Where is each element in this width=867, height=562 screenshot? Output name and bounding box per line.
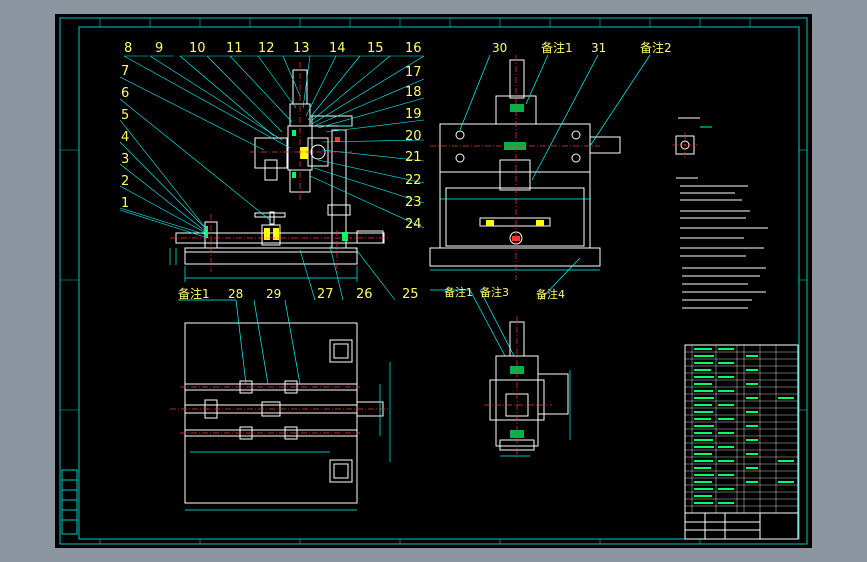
balloon-25: 25 xyxy=(402,287,419,302)
side-view: 8 9 10 11 12 13 14 15 16 17 18 19 20 21 … xyxy=(119,41,425,302)
technical-notes xyxy=(676,177,768,309)
label-note4: 备注4 xyxy=(536,287,565,301)
label-28: 28 xyxy=(228,287,243,301)
balloon-22: 22 xyxy=(405,173,422,188)
label-note3: 备注3 xyxy=(480,285,509,299)
label-note1-front: 备注1 xyxy=(541,40,573,55)
balloon-6: 6 xyxy=(121,86,129,101)
plan-view: 备注1 28 29 xyxy=(170,286,391,511)
label-31: 31 xyxy=(591,41,606,55)
balloon-10: 10 xyxy=(189,41,206,56)
balloon-9: 9 xyxy=(155,41,163,56)
top-view-small: 备注1 备注3 备注4 xyxy=(444,285,571,458)
label-note2: 备注2 xyxy=(640,40,672,55)
label-note1-small: 备注1 xyxy=(444,285,473,299)
balloon-14: 14 xyxy=(329,41,346,56)
balloon-26: 26 xyxy=(356,287,373,302)
title-block xyxy=(684,512,799,540)
balloon-3: 3 xyxy=(121,152,129,167)
balloon-4: 4 xyxy=(121,130,129,145)
balloon-17: 17 xyxy=(405,65,422,80)
balloon-12: 12 xyxy=(258,41,275,56)
balloon-1: 1 xyxy=(121,196,129,211)
balloon-18: 18 xyxy=(405,85,422,100)
detail-view xyxy=(672,117,712,158)
balloon-16: 16 xyxy=(405,41,422,56)
drawing-area xyxy=(55,14,812,548)
balloon-27: 27 xyxy=(317,287,334,302)
label-30: 30 xyxy=(492,41,507,55)
balloon-15: 15 xyxy=(367,41,384,56)
balloon-2: 2 xyxy=(121,174,129,189)
balloon-11: 11 xyxy=(226,41,243,56)
front-view: 30 备注1 31 备注2 xyxy=(429,40,672,357)
balloon-23: 23 xyxy=(405,195,422,210)
balloon-20: 20 xyxy=(405,129,422,144)
drawing-frame xyxy=(59,17,808,545)
balloon-7: 7 xyxy=(121,64,129,79)
balloon-19: 19 xyxy=(405,107,422,122)
balloon-21: 21 xyxy=(405,150,422,165)
label-note1-plan: 备注1 xyxy=(178,286,210,301)
balloon-24: 24 xyxy=(405,217,422,232)
balloon-13: 13 xyxy=(293,41,310,56)
label-29: 29 xyxy=(266,287,281,301)
balloon-5: 5 xyxy=(121,108,129,123)
balloon-8: 8 xyxy=(124,41,132,56)
